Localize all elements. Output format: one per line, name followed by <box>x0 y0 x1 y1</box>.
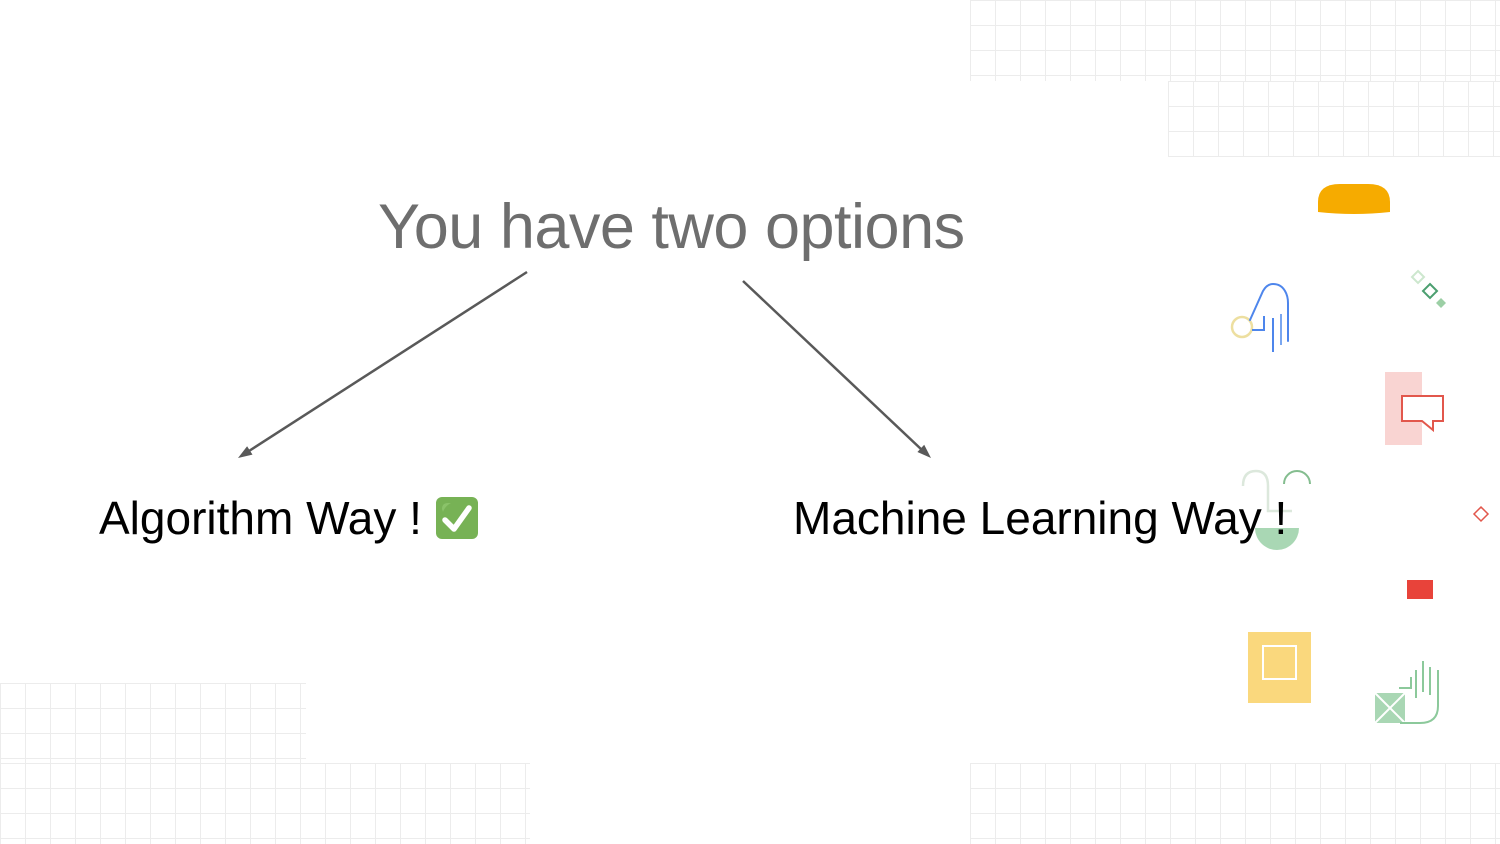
face-right-arc <box>1283 470 1311 485</box>
diamond-trio-icon <box>1410 269 1446 308</box>
arrow-right <box>742 280 931 458</box>
arrow-left <box>238 270 528 458</box>
option-algorithm: Algorithm Way ! <box>99 492 479 545</box>
arrow-left-line <box>248 270 528 453</box>
diamond-filled <box>1436 298 1446 308</box>
option-algorithm-label: Algorithm Way ! <box>99 492 422 544</box>
envelope-diagonal-2 <box>1374 692 1406 724</box>
grid-pattern-bottom-left-upper <box>0 683 306 763</box>
check-mark-highlight <box>441 503 451 513</box>
hand-scribble-icon <box>1230 282 1289 352</box>
red-diamond-icon <box>1472 505 1490 523</box>
arrow-right-head <box>917 444 931 458</box>
option-machine-learning-label: Machine Learning Way ! <box>793 492 1288 544</box>
hand-scribble-elbow <box>1252 316 1265 331</box>
check-mark-box <box>435 497 478 540</box>
pink-panel-shape <box>1385 372 1422 445</box>
check-mark-tick <box>442 505 472 533</box>
option-machine-learning: Machine Learning Way ! <box>793 492 1287 545</box>
diamond-dark-outline <box>1421 282 1439 300</box>
yellow-dome-shape <box>1318 184 1390 214</box>
diamond-light-outline <box>1410 269 1426 285</box>
grid-pattern-top-right-upper <box>970 0 1500 81</box>
envelope-hand-curve <box>1400 670 1439 724</box>
envelope-diagonal-1 <box>1374 692 1406 724</box>
arrow-left-head <box>238 446 253 458</box>
check-mark-emoji <box>435 497 478 540</box>
red-square-shape <box>1407 580 1433 599</box>
hand-scribble-arch <box>1249 282 1289 342</box>
grid-pattern-bottom-left-lower <box>0 763 530 844</box>
envelope-hand-icon <box>1374 661 1439 724</box>
envelope-hand-elbow <box>1399 677 1412 689</box>
grid-pattern-bottom-right <box>970 763 1500 844</box>
envelope-icon <box>1375 693 1405 723</box>
yellow-square-inner-outline <box>1262 645 1297 680</box>
yellow-square-icon <box>1248 632 1311 703</box>
grid-pattern-top-right-lower <box>1168 81 1500 157</box>
hand-scribble-circle <box>1230 315 1254 339</box>
yellow-square-fill <box>1248 632 1311 703</box>
page-title: You have two options <box>378 192 965 262</box>
arrow-right-line <box>742 280 923 451</box>
speech-bubble-icon <box>1401 395 1444 433</box>
